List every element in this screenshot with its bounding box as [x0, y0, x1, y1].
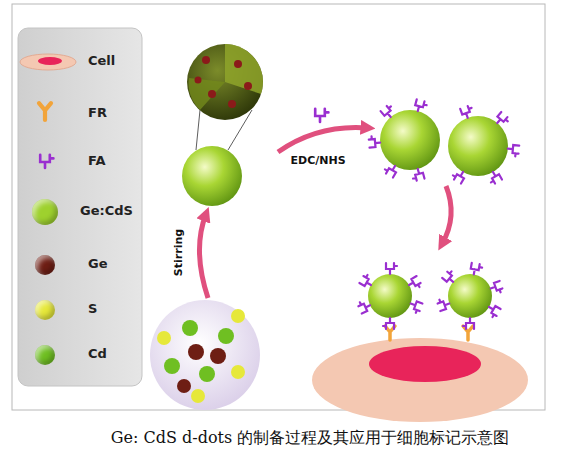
ge-dopant	[195, 77, 202, 84]
legend-label: Cd	[88, 346, 107, 361]
legend-panel	[18, 28, 142, 386]
folate-symbol	[494, 112, 509, 127]
legend-label: S	[88, 301, 97, 316]
legend-label: Ge:CdS	[80, 203, 133, 218]
legend-swatch	[35, 255, 55, 275]
legend-label: Cell	[88, 53, 115, 68]
folate-symbol	[451, 168, 466, 183]
s-particle	[231, 365, 245, 379]
process-label: Stirring	[172, 228, 185, 275]
cd-particle	[218, 328, 234, 344]
ge-dopant	[234, 60, 242, 68]
ge-dopant	[202, 56, 210, 64]
dot-cutaway	[187, 44, 263, 120]
cutaway-wedge	[225, 44, 263, 94]
precursor-particles	[157, 309, 245, 403]
legend-swatch	[35, 300, 55, 320]
cell-symbol	[20, 54, 76, 70]
legend-swatch	[35, 345, 55, 365]
s-particle	[231, 309, 245, 323]
folate-ligands	[369, 99, 428, 181]
folate-symbol	[442, 269, 457, 284]
folate-symbol	[383, 318, 394, 329]
ge-dopant	[208, 90, 216, 98]
folate-symbol	[383, 162, 398, 177]
folate-symbol	[408, 300, 422, 314]
cell-nucleus	[369, 346, 481, 382]
ge-particle	[210, 348, 226, 364]
folate-ligands	[437, 263, 504, 329]
receptor-symbol	[39, 103, 51, 120]
receptor-symbol	[463, 326, 473, 340]
bound-dot	[448, 274, 492, 318]
folate-symbol	[414, 99, 427, 112]
folate-symbol	[411, 168, 424, 181]
folate-symbol	[407, 276, 422, 291]
folate-ligands	[451, 105, 519, 185]
zoom-line	[196, 110, 200, 150]
process-arrow	[199, 214, 208, 298]
ge-dopants	[195, 56, 253, 108]
ge-dopant	[228, 100, 236, 108]
legend-label: FA	[88, 153, 105, 168]
folate-symbol	[381, 104, 396, 119]
folate-symbol	[386, 263, 397, 274]
precursor-mixture	[150, 300, 260, 410]
folate-symbol	[315, 109, 328, 122]
conjugated-dot	[380, 110, 440, 170]
cutaway-wedge	[189, 78, 225, 110]
figure-caption: Ge: CdS d-dots 的制备过程及其应用于细胞标记示意图	[40, 428, 574, 449]
s-particle	[191, 389, 205, 403]
bound-dot	[368, 274, 412, 318]
nucleus-symbol	[38, 57, 62, 65]
conjugated-dot	[448, 116, 508, 176]
legend-label: FR	[88, 105, 107, 120]
ge-particle	[188, 344, 204, 360]
folate-ligands	[357, 263, 422, 329]
folate-symbol	[40, 155, 53, 168]
folate-symbol	[369, 136, 381, 148]
folate-symbol	[463, 318, 474, 329]
folate-symbol	[486, 304, 501, 319]
folate-symbol	[487, 170, 502, 185]
legend-label: Ge	[88, 256, 108, 271]
folate-symbol	[470, 263, 483, 276]
folate-symbol	[460, 105, 474, 119]
folate-symbol	[359, 273, 374, 288]
process-arrow	[278, 128, 368, 153]
folate-symbol	[507, 145, 519, 157]
cd-particle	[182, 320, 198, 336]
legend-swatch	[32, 199, 58, 225]
cd-particle	[199, 366, 215, 382]
gecds-dot	[182, 146, 242, 206]
folate-symbol	[489, 281, 503, 295]
cell	[312, 338, 528, 422]
cd-particle	[164, 358, 180, 374]
ge-particle	[177, 379, 191, 393]
folate-symbol	[437, 297, 451, 311]
folate-symbol	[357, 299, 372, 314]
process-label: EDC/NHS	[291, 154, 346, 167]
process-arrow	[442, 186, 451, 244]
ge-dopant	[244, 82, 252, 90]
s-particle	[157, 331, 171, 345]
